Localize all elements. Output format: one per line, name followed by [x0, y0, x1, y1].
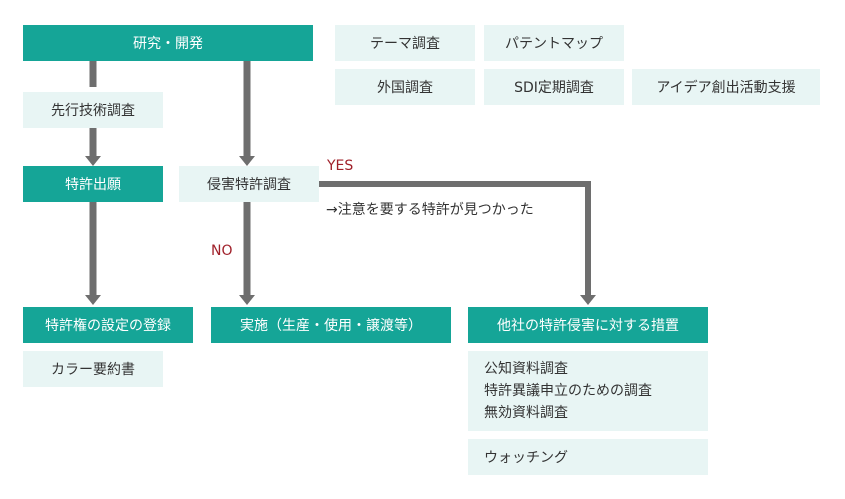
arrow-shaft-center-upper	[243, 61, 251, 157]
arrow-shaft-left-mid	[89, 128, 97, 157]
arrow-shaft-yes-horizontal	[318, 181, 591, 187]
label-yes-note: →注意を要する特許が見つかった	[326, 202, 534, 218]
measures-item: 特許異議申立のための調査	[484, 383, 652, 399]
arrow-shaft-yes-vertical	[585, 181, 591, 296]
node-sdi-survey: SDI定期調査	[484, 69, 624, 105]
node-measures-list: 公知資料調査 特許異議申立のための調査 無効資料調査	[468, 351, 708, 431]
node-color-summary: カラー要約書	[23, 351, 163, 387]
node-infringement-measures: 他社の特許侵害に対する措置	[468, 307, 708, 343]
label-no: NO	[211, 243, 233, 259]
arrow-shaft-center-lower	[243, 202, 251, 296]
node-foreign-survey: 外国調査	[335, 69, 475, 105]
measures-item: 無効資料調査	[484, 405, 568, 421]
node-idea-support: アイデア創出活動支援	[632, 69, 820, 105]
node-research: 研究・開発	[23, 25, 313, 61]
arrow-head-infringement	[239, 156, 255, 166]
node-watching: ウォッチング	[468, 439, 708, 475]
arrow-head-rights	[85, 295, 101, 305]
node-implementation: 実施（生産・使用・譲渡等）	[211, 307, 451, 343]
node-theme-survey: テーマ調査	[335, 25, 475, 61]
arrow-head-implementation	[239, 295, 255, 305]
node-patent-filing: 特許出願	[23, 166, 163, 202]
arrow-shaft-left-upper	[89, 61, 97, 87]
measures-item: 公知資料調査	[484, 361, 568, 377]
node-rights-setting: 特許権の設定の登録	[23, 307, 193, 343]
node-infringement-survey: 侵害特許調査	[179, 166, 319, 202]
label-yes: YES	[327, 158, 354, 174]
arrow-shaft-left-lower	[89, 202, 97, 296]
arrow-head-measures	[580, 295, 596, 305]
node-patent-map: パテントマップ	[484, 25, 624, 61]
arrow-head-filing	[85, 156, 101, 166]
node-prior-art: 先行技術調査	[23, 92, 163, 128]
